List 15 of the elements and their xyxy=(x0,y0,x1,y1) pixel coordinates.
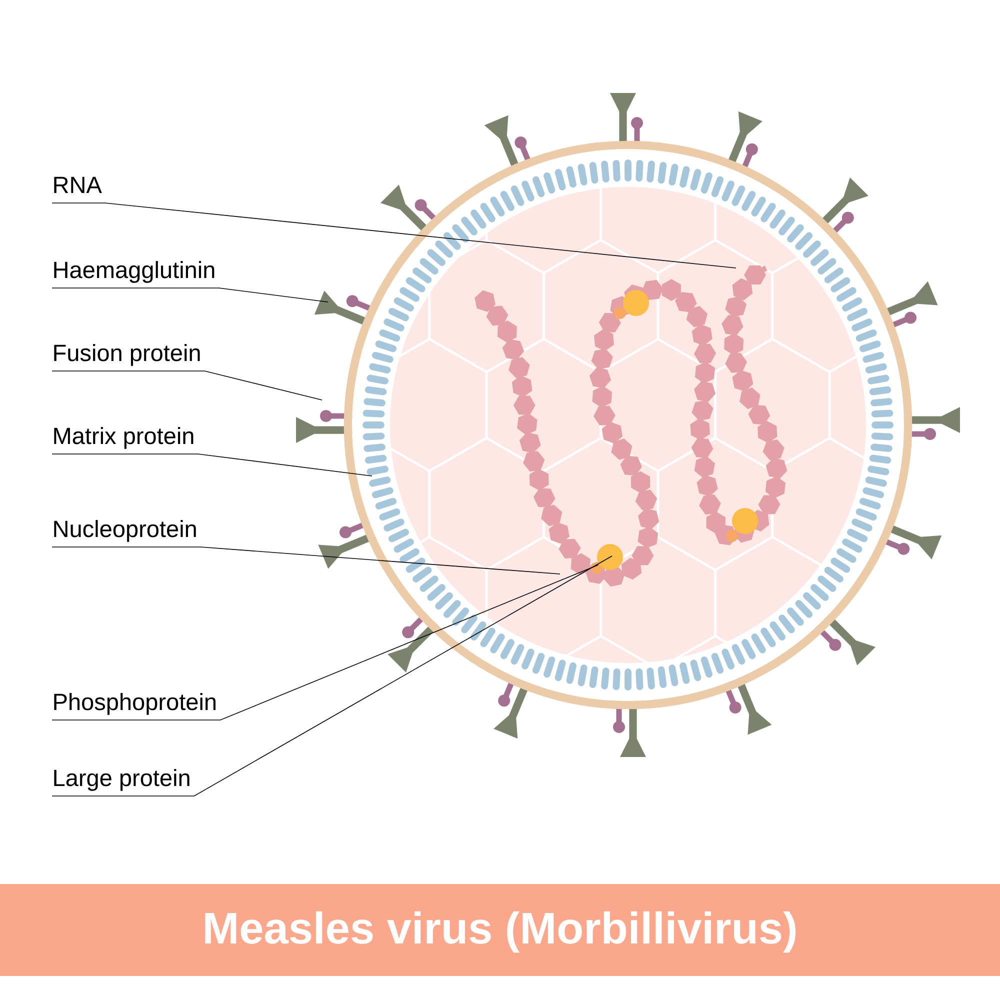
label-text: RNA xyxy=(54,176,102,193)
label-text: Haemagglutinin xyxy=(54,260,214,283)
leader-line xyxy=(52,564,598,720)
leader-line xyxy=(52,370,322,400)
label-text: Phosphoprotein xyxy=(54,692,216,715)
leader-line xyxy=(52,546,560,574)
label-text: Matrix protein xyxy=(54,426,194,449)
title-banner: Measles virus (Morbillivirus) xyxy=(0,884,1000,976)
label-text: Large protein xyxy=(54,768,190,791)
leader-line xyxy=(52,454,372,476)
label-text: Fusion protein xyxy=(54,344,200,366)
leader-line xyxy=(52,288,328,302)
leader-line xyxy=(52,202,736,268)
leader-line xyxy=(52,556,612,796)
label-text: Nucleoprotein xyxy=(54,520,196,542)
